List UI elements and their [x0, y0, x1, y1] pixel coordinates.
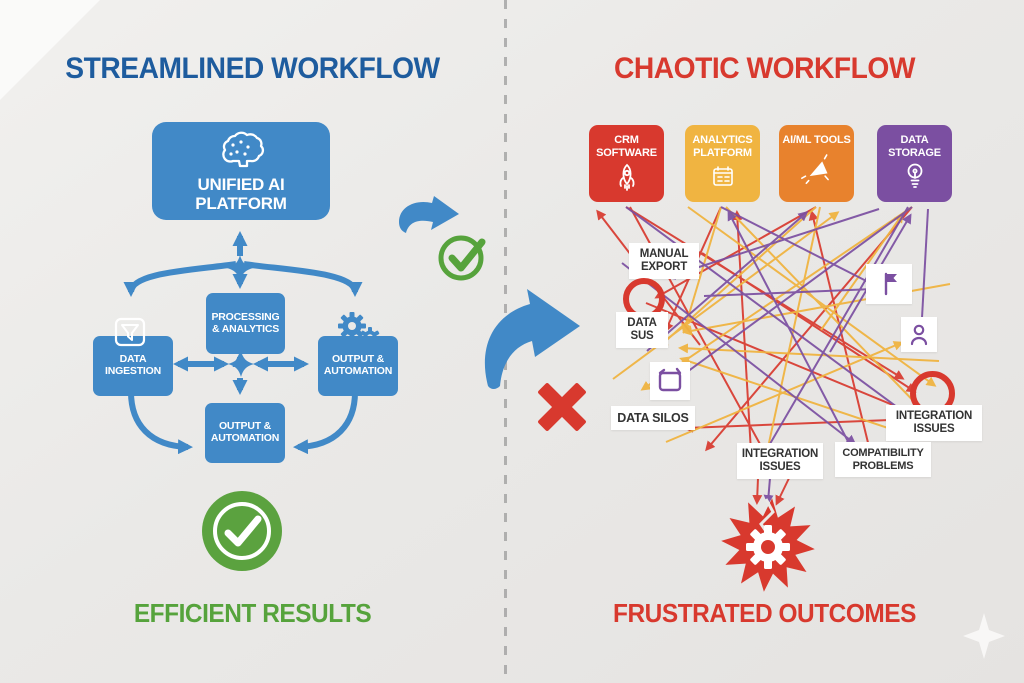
funnel-icon [114, 317, 146, 347]
check-circle-icon [202, 491, 282, 571]
output-automation-side-box: OUTPUT & AUTOMATION [318, 336, 398, 396]
unified-ai-platform-box: UNIFIED AI PLATFORM [152, 122, 330, 220]
frustrated-outcomes-label: FRUSTRATED OUTCOMES [613, 598, 916, 628]
efficient-results-label: EFFICIENT RESULTS [133, 598, 372, 628]
data-storage-box: DATA STORAGE [877, 125, 952, 202]
megaphone-icon [800, 153, 829, 184]
output-automation-bottom-box: OUTPUT & AUTOMATION [205, 403, 285, 463]
junction-stars [227, 255, 254, 377]
data-storage-label: DATA STORAGE [888, 134, 941, 159]
calendar-icon [712, 166, 733, 187]
processing-analytics-box: PROCESSING & ANALYTICS [206, 293, 285, 354]
crm-software-label: CRM SOFTWARE [596, 134, 657, 159]
analytics-platform-label: ANALYTICS PLATFORM [692, 134, 753, 159]
output-automation-side-label: OUTPUT & AUTOMATION [323, 353, 393, 377]
data-ingestion-label: DATA INGESTION [105, 353, 161, 377]
integration-issues-right-label: INTEGRATION ISSUES [886, 405, 982, 442]
person-icon [901, 317, 937, 352]
big-curved-arrow-icon [484, 289, 580, 389]
aiml-tools-box: AI/ML TOOLS [779, 125, 854, 202]
processing-analytics-label: PROCESSING & ANALYTICS [211, 310, 280, 335]
box-icon [650, 362, 690, 400]
chaotic-title: CHAOTIC WORKFLOW [613, 52, 916, 85]
curved-arrow-icon [399, 196, 459, 233]
integration-issues-center-label: INTEGRATION ISSUES [737, 443, 823, 480]
analytics-platform-box: ANALYTICS PLATFORM [685, 125, 760, 202]
output-automation-bottom-label: OUTPUT & AUTOMATION [210, 420, 280, 444]
data-sus-label: DATA SUS [616, 312, 668, 349]
sparkle-icon [963, 613, 1005, 659]
lightbulb-icon [907, 163, 922, 189]
rocket-icon [619, 164, 634, 192]
data-silos-label: DATA SILOS [611, 406, 695, 431]
crm-software-box: CRM SOFTWARE [589, 125, 664, 202]
page-corner-fold [0, 0, 100, 100]
check-outline-icon [438, 235, 486, 281]
brain-icon [222, 131, 264, 168]
aiml-tools-label: AI/ML TOOLS [782, 134, 851, 146]
flag-icon [866, 264, 912, 304]
unified-ai-platform-label: UNIFIED AI PLATFORM [195, 174, 287, 213]
compatibility-problems-label: COMPATIBILITY PROBLEMS [835, 442, 931, 478]
streamlined-title: STREAMLINED WORKFLOW [65, 52, 440, 85]
manual-export-label: MANUAL EXPORT [629, 243, 699, 280]
